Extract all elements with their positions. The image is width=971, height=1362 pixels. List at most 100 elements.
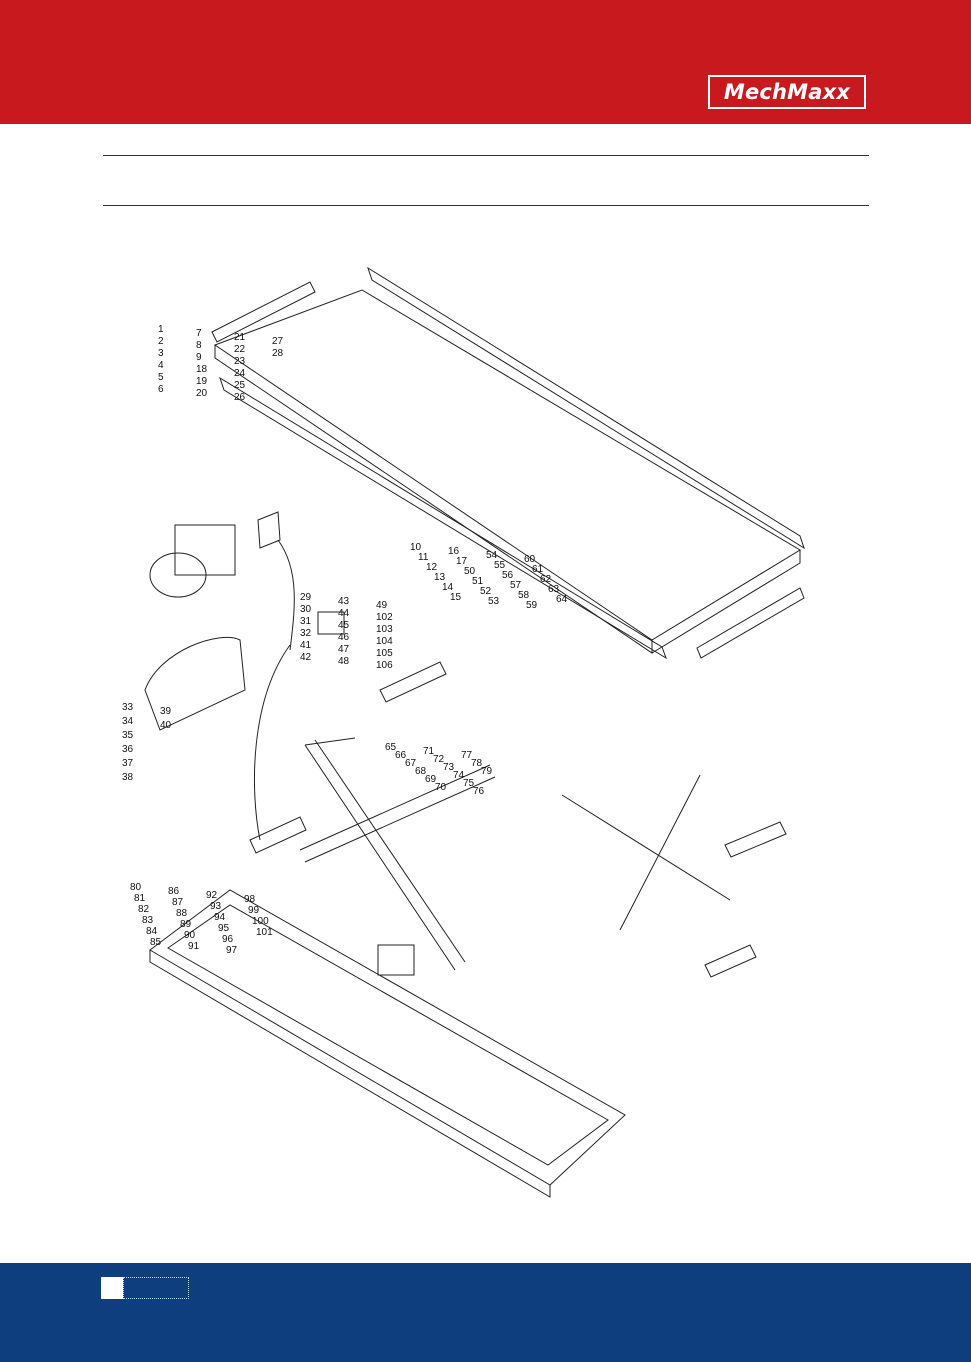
part-label-15: 15 (450, 592, 462, 603)
part-label-94: 94 (214, 912, 226, 923)
base-frame-top (149, 889, 626, 1186)
hydraulic-cylinder (379, 661, 447, 703)
part-label-40: 40 (160, 720, 172, 731)
part-label-58: 58 (518, 590, 530, 601)
part-label-74: 74 (453, 770, 465, 781)
platform-front-face (214, 345, 653, 654)
part-label-44: 44 (338, 608, 350, 619)
part-label-78: 78 (471, 758, 483, 769)
part-label-46: 46 (338, 632, 350, 643)
right-cylinder-lower (704, 944, 757, 978)
part-label-13: 13 (434, 572, 446, 583)
part-label-11: 11 (418, 552, 429, 563)
part-label-91: 91 (188, 941, 200, 952)
lower-cylinder (249, 816, 307, 854)
part-label-77: 77 (461, 750, 473, 761)
part-label-30: 30 (300, 604, 312, 615)
part-label-50: 50 (464, 566, 476, 577)
part-label-71: 71 (423, 746, 435, 757)
page-indicator (123, 1277, 189, 1299)
part-label-49: 49 (376, 600, 388, 611)
part-label-23: 23 (234, 356, 246, 367)
part-label-42: 42 (300, 652, 312, 663)
part-label-8: 8 (196, 340, 202, 351)
page-footer (0, 1263, 971, 1362)
part-label-101: 101 (256, 927, 273, 938)
part-label-93: 93 (210, 901, 222, 912)
part-label-47: 47 (338, 644, 350, 655)
part-label-layer: 1234567891819202122232425262728293031324… (122, 324, 568, 956)
part-label-1: 1 (158, 324, 164, 335)
part-label-68: 68 (415, 766, 427, 777)
platform-top-face (213, 289, 801, 641)
part-label-22: 22 (234, 344, 246, 355)
part-label-45: 45 (338, 620, 350, 631)
header-rule-top (103, 155, 869, 156)
part-label-102: 102 (376, 612, 393, 623)
part-label-103: 103 (376, 624, 393, 635)
part-label-26: 26 (234, 392, 246, 403)
part-label-96: 96 (222, 934, 234, 945)
part-label-82: 82 (138, 904, 150, 915)
part-label-7: 7 (196, 328, 202, 339)
control-box (317, 611, 345, 635)
part-label-86: 86 (168, 886, 180, 897)
part-label-90: 90 (184, 930, 196, 941)
part-label-39: 39 (160, 706, 172, 717)
part-label-66: 66 (395, 750, 407, 761)
part-label-70: 70 (435, 782, 447, 793)
part-label-2: 2 (158, 336, 164, 347)
part-label-43: 43 (338, 596, 350, 607)
part-label-33: 33 (122, 702, 134, 713)
part-label-83: 83 (142, 915, 154, 926)
end-rail (696, 587, 805, 659)
platform-side-face (651, 550, 801, 654)
part-label-36: 36 (122, 744, 134, 755)
part-label-35: 35 (122, 730, 134, 741)
pump-body (174, 524, 236, 576)
part-label-3: 3 (158, 348, 164, 359)
scissor-arm-a-edge (314, 739, 466, 963)
part-label-18: 18 (196, 364, 208, 375)
part-label-85: 85 (150, 937, 162, 948)
part-label-9: 9 (196, 352, 202, 363)
part-label-38: 38 (122, 772, 134, 783)
part-label-57: 57 (510, 580, 522, 591)
part-label-51: 51 (472, 576, 484, 587)
part-label-62: 62 (540, 574, 552, 585)
part-label-16: 16 (448, 546, 460, 557)
part-label-24: 24 (234, 368, 246, 379)
part-label-73: 73 (443, 762, 455, 773)
part-label-104: 104 (376, 636, 393, 647)
part-label-54: 54 (486, 550, 498, 561)
base-frame-front (149, 950, 551, 1198)
part-label-84: 84 (146, 926, 158, 937)
page-header: MechMaxx (0, 0, 971, 124)
hose-28 (277, 539, 295, 651)
part-label-29: 29 (300, 592, 312, 603)
part-label-69: 69 (425, 774, 437, 785)
scissor-arm-a (304, 744, 456, 971)
part-label-4: 4 (158, 360, 164, 371)
part-label-28: 28 (272, 348, 284, 359)
hydraulic-hose (253, 644, 291, 841)
left-side-rail (211, 281, 316, 343)
base-frame-inner (167, 904, 609, 1166)
part-label-5: 5 (158, 372, 164, 383)
front-side-rail (219, 376, 667, 660)
part-label-88: 88 (176, 908, 188, 919)
part-label-61: 61 (532, 564, 544, 575)
part-label-75: 75 (463, 778, 475, 789)
part-label-27: 27 (272, 336, 284, 347)
part-label-72: 72 (433, 754, 445, 765)
part-label-59: 59 (526, 600, 538, 611)
page-number-box (101, 1277, 123, 1299)
back-side-rail (367, 266, 805, 550)
right-scissor-a (561, 794, 731, 901)
scissor-arm-b-edge (304, 776, 496, 863)
motor-cylinder (149, 552, 207, 598)
mount-plate (377, 944, 415, 976)
part-label-98: 98 (244, 894, 256, 905)
right-scissor-b (619, 774, 701, 931)
